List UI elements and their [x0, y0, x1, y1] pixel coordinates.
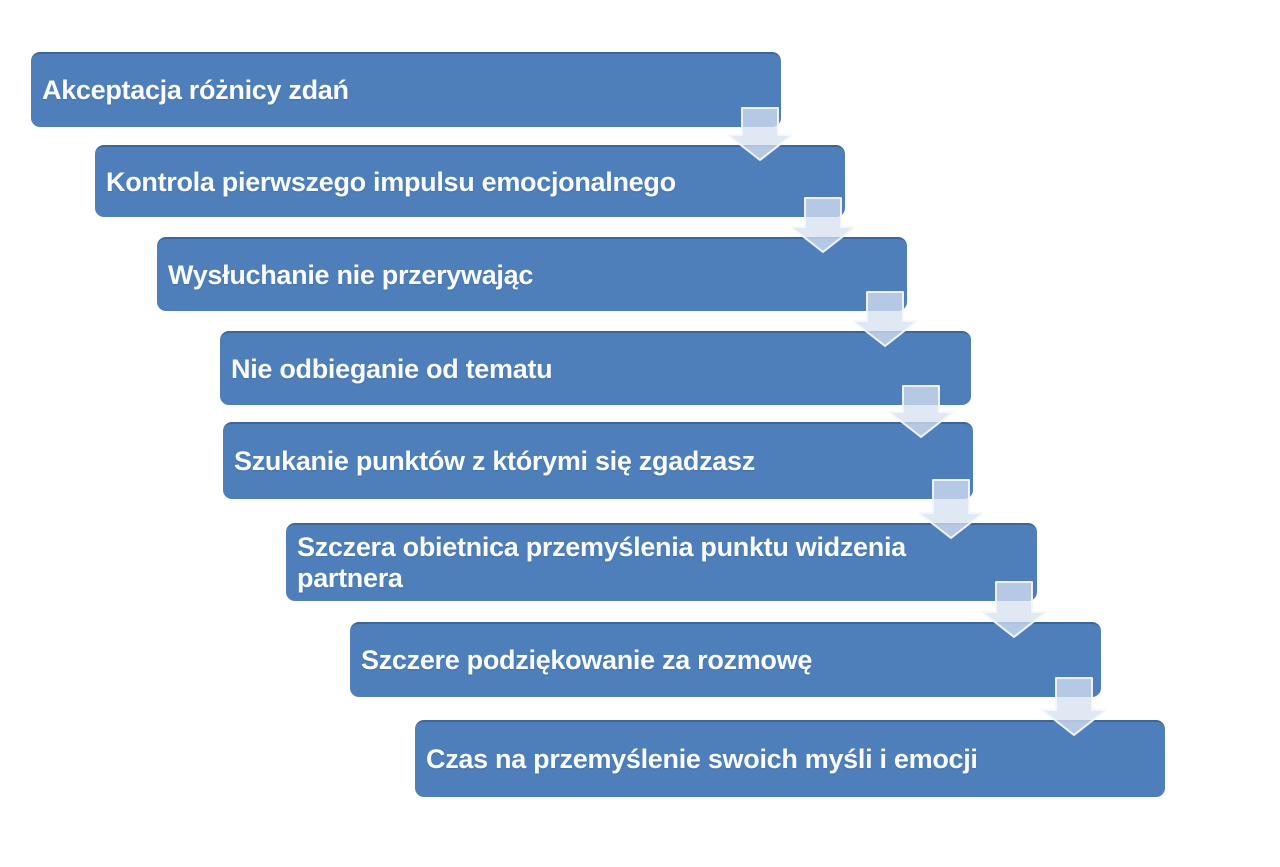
- down-arrow-icon: [853, 291, 917, 347]
- process-step: Kontrola pierwszego impulsu emocjonalneg…: [95, 145, 845, 217]
- down-arrow-icon: [889, 385, 953, 438]
- down-arrow-icon: [791, 197, 855, 253]
- down-arrow-icon: [982, 581, 1046, 638]
- process-step-label: Nie odbieganie od tematu: [231, 353, 553, 384]
- process-step: Szczera obietnica przemyślenia punktu wi…: [286, 523, 1037, 601]
- process-step: Szczere podziękowanie za rozmowę: [350, 622, 1101, 697]
- down-arrow-icon: [728, 107, 792, 161]
- down-arrow-icon: [919, 479, 983, 539]
- process-step-label: Akceptacja różnicy zdań: [42, 75, 349, 105]
- process-step-label: Czas na przemyślenie swoich myśli i emoc…: [426, 744, 978, 774]
- process-step-label: Szczera obietnica przemyślenia punktu wi…: [297, 532, 906, 593]
- process-step: Czas na przemyślenie swoich myśli i emoc…: [415, 720, 1165, 797]
- process-step: Szukanie punktów z którymi się zgadzasz: [223, 422, 973, 499]
- process-step: Akceptacja różnicy zdań: [31, 52, 781, 127]
- process-step: Wysłuchanie nie przerywając: [157, 237, 907, 311]
- process-step-label: Wysłuchanie nie przerywając: [168, 259, 534, 290]
- process-step-label: Szukanie punktów z którymi się zgadzasz: [234, 446, 755, 476]
- process-step-label: Szczere podziękowanie za rozmowę: [361, 645, 813, 675]
- process-step-label: Kontrola pierwszego impulsu emocjonalneg…: [106, 166, 676, 197]
- down-arrow-icon: [1042, 677, 1106, 736]
- process-step: Nie odbieganie od tematu: [220, 331, 971, 405]
